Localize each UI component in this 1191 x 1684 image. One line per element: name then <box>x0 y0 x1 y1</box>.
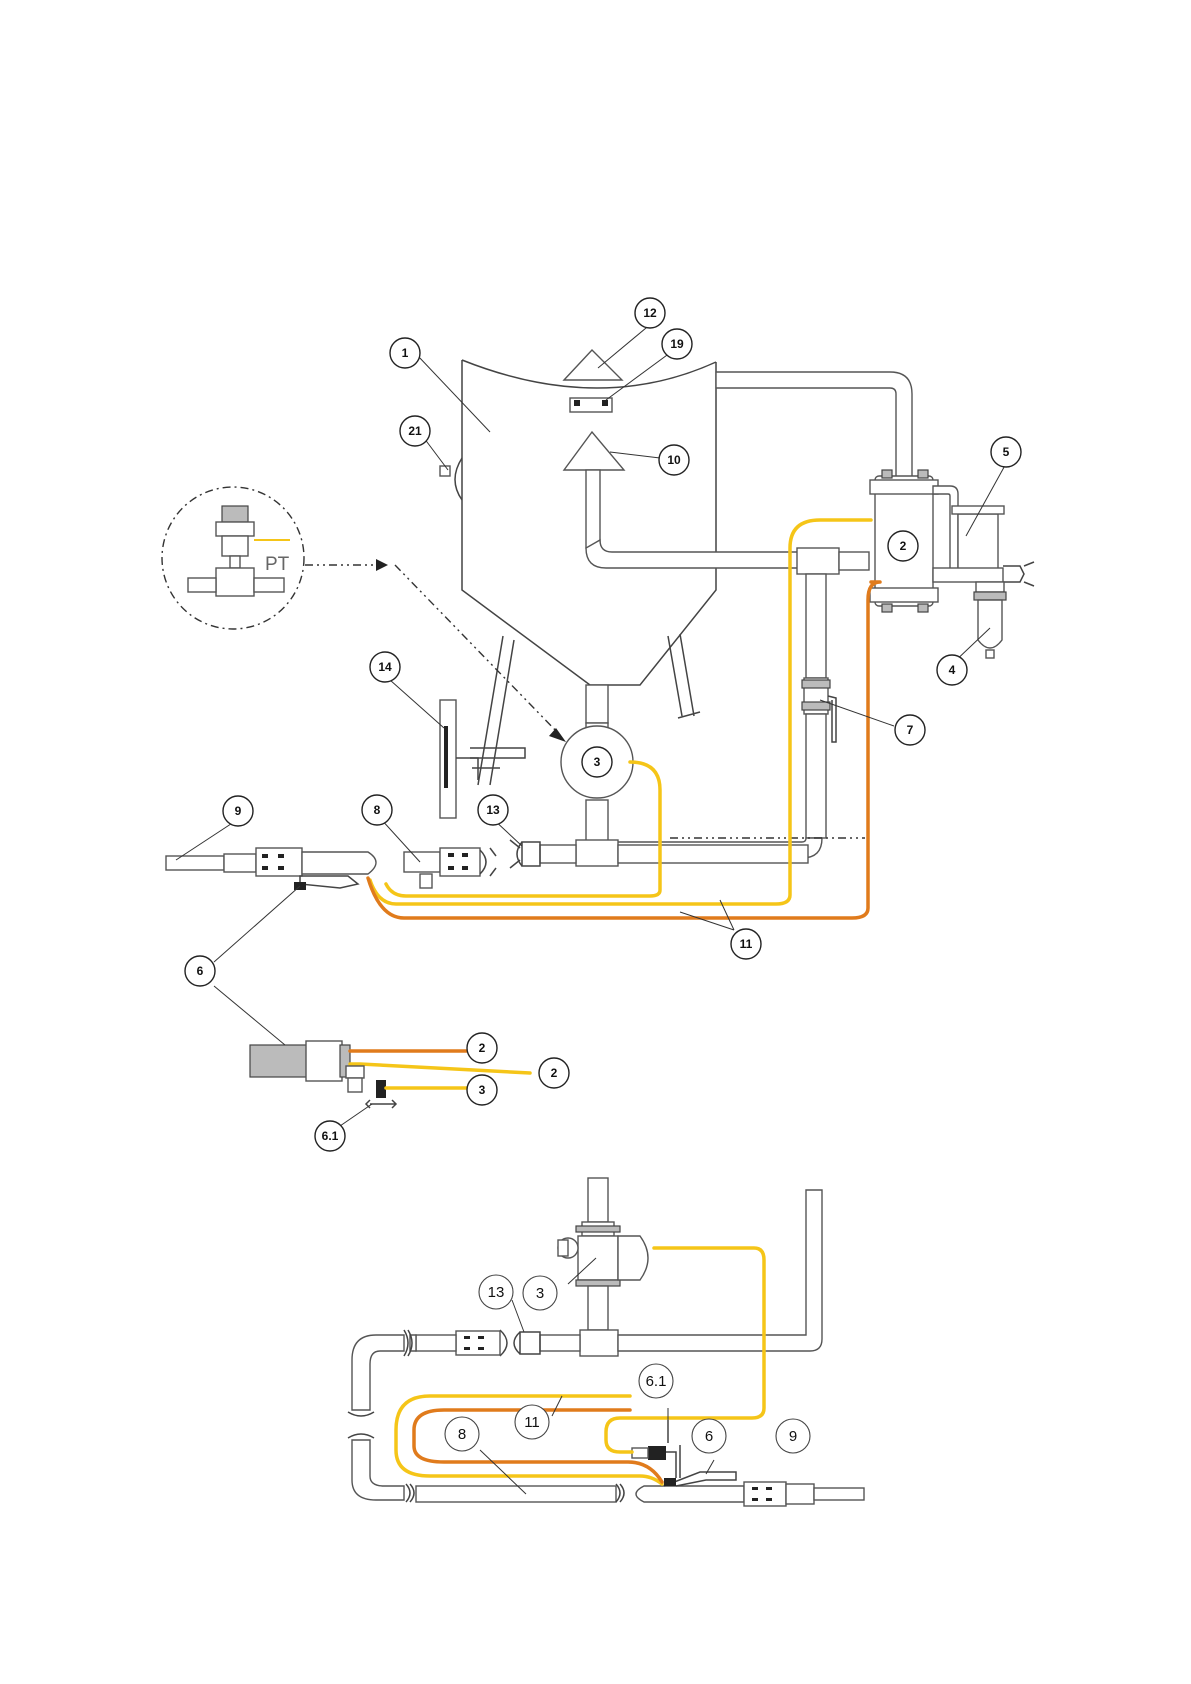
air-inlet-pipe <box>716 372 912 480</box>
coupling-8 <box>404 848 496 888</box>
svg-text:3: 3 <box>594 755 601 769</box>
pt-label: PT <box>265 554 290 575</box>
svg-text:4: 4 <box>949 663 956 677</box>
lower-detail <box>348 1178 864 1506</box>
hose-callout-2b: 2 <box>539 1058 569 1088</box>
svg-text:9: 9 <box>789 1428 797 1445</box>
svg-text:14: 14 <box>378 660 392 674</box>
svg-text:21: 21 <box>408 424 422 438</box>
svg-text:6: 6 <box>197 964 204 978</box>
callout-6-1: 6.1 <box>315 1121 345 1151</box>
svg-text:13: 13 <box>488 1284 505 1301</box>
svg-text:5: 5 <box>1003 445 1010 459</box>
blast-pot <box>462 360 716 785</box>
callout-7: 7 <box>895 715 925 745</box>
callout-5: 5 <box>991 437 1021 467</box>
svg-text:3: 3 <box>536 1285 544 1302</box>
nozzle-9 <box>166 848 376 876</box>
svg-text:8: 8 <box>374 803 381 817</box>
callout-12: 12 <box>635 298 665 328</box>
svg-text:10: 10 <box>667 453 681 467</box>
water-separator-4 <box>974 582 1006 658</box>
callout-3: 3 <box>582 747 612 777</box>
svg-text:13: 13 <box>486 803 500 817</box>
callout-11: 11 <box>731 929 761 959</box>
detail-callout-13: 13 <box>479 1275 513 1309</box>
svg-text:6: 6 <box>705 1428 713 1445</box>
filter-5 <box>933 486 1034 586</box>
pt-detail: PT <box>162 487 304 629</box>
svg-text:6.1: 6.1 <box>322 1129 339 1143</box>
svg-text:19: 19 <box>670 337 684 351</box>
svg-text:6.1: 6.1 <box>646 1373 667 1390</box>
detail-callout-9: 9 <box>776 1419 810 1453</box>
svg-text:3: 3 <box>479 1083 486 1097</box>
svg-text:9: 9 <box>235 804 242 818</box>
svg-text:2: 2 <box>551 1066 558 1080</box>
callout-1: 1 <box>390 338 420 368</box>
callout-13: 13 <box>478 795 508 825</box>
tee-fitting <box>797 548 839 574</box>
callout-6: 6 <box>185 956 215 986</box>
detail-callout-6-1: 6.1 <box>639 1364 673 1398</box>
detail-callout-3: 3 <box>523 1276 557 1310</box>
callout-10: 10 <box>659 445 689 475</box>
svg-text:8: 8 <box>458 1426 466 1443</box>
svg-text:7: 7 <box>907 723 914 737</box>
deadman-handle-6 <box>294 876 358 890</box>
callout-4: 4 <box>937 655 967 685</box>
detail-callout-11: 11 <box>515 1405 549 1439</box>
detail-callout-6: 6 <box>692 1419 726 1453</box>
callout-2: 2 <box>888 531 918 561</box>
callout-19: 19 <box>662 329 692 359</box>
callout-21: 21 <box>400 416 430 446</box>
svg-text:11: 11 <box>524 1414 540 1431</box>
cover-12 <box>564 350 622 412</box>
svg-text:1: 1 <box>402 346 409 360</box>
callout-14: 14 <box>370 652 400 682</box>
hose-callout-3: 3 <box>467 1075 497 1105</box>
callout-9: 9 <box>223 796 253 826</box>
nipple <box>839 552 869 570</box>
svg-text:12: 12 <box>643 306 657 320</box>
detail-callouts: 13 3 6.1 6 9 11 8 <box>445 1275 810 1453</box>
callout-8: 8 <box>362 795 392 825</box>
hose-callout-2a: 2 <box>467 1033 497 1063</box>
svg-text:11: 11 <box>740 937 753 951</box>
detail-callout-8: 8 <box>445 1417 479 1451</box>
svg-text:2: 2 <box>900 539 907 553</box>
vertical-pipe-7 <box>616 574 836 858</box>
svg-text:2: 2 <box>479 1041 486 1055</box>
